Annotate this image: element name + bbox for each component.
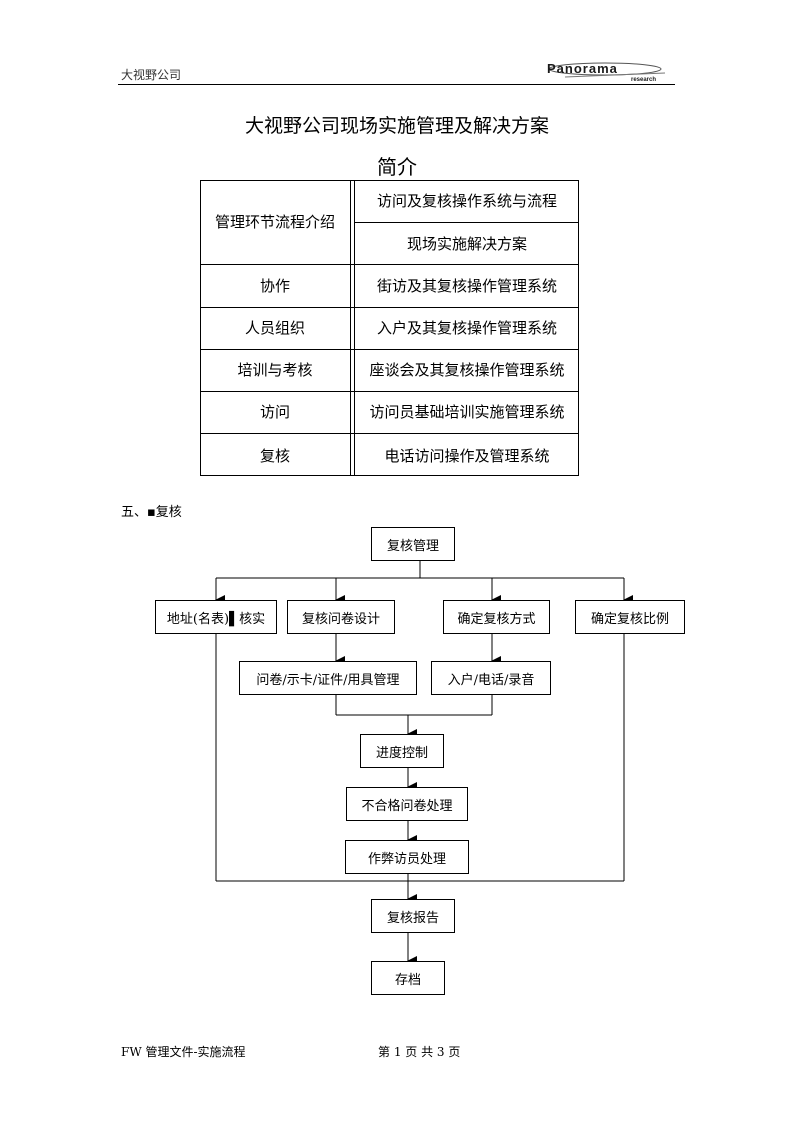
- logo-graphic: Panorama research: [547, 61, 666, 83]
- flow-box-review-report: 复核报告: [371, 899, 455, 933]
- svg-text:Panorama: Panorama: [547, 61, 618, 76]
- flow-box-materials-management: 问卷/示卡/证件/用具管理: [239, 661, 417, 695]
- flow-box-review-management: 复核管理: [371, 527, 455, 561]
- toc-left-cell: 管理环节流程介绍: [214, 213, 335, 231]
- toc-right-cell: 座谈会及其复核操作管理系统: [369, 361, 565, 379]
- toc-right-cell: 街访及其复核操作管理系统: [376, 277, 557, 295]
- footer-page-number: 第 1 页 共 3 页: [378, 1045, 461, 1059]
- toc-left-cell: 人员组织: [244, 319, 305, 337]
- toc-left-cell: 培训与考核: [237, 361, 313, 379]
- flow-box-questionnaire-design: 复核问卷设计: [287, 600, 395, 634]
- toc-table: [200, 180, 579, 476]
- toc-divider: [354, 180, 355, 476]
- toc-divider: [350, 180, 351, 476]
- document-title: 大视野公司现场实施管理及解决方案: [244, 115, 549, 137]
- toc-right-cell: 电话访问操作及管理系统: [384, 447, 550, 465]
- panorama-logo: Panorama research: [545, 59, 675, 83]
- flow-box-cheating-interviewer: 作弊访员处理: [345, 840, 469, 874]
- toc-right-cell: 入户及其复核操作管理系统: [376, 319, 557, 337]
- toc-rule: [200, 307, 579, 308]
- toc-rule: [355, 222, 579, 223]
- toc-rule: [200, 433, 579, 434]
- toc-rule: [200, 391, 579, 392]
- header-company: 大视野公司: [121, 68, 182, 82]
- toc-right-cell: 访问及复核操作系统与流程: [376, 192, 557, 210]
- flow-box-review-method: 确定复核方式: [443, 600, 550, 634]
- toc-left-cell: 协作: [259, 277, 290, 295]
- flow-box-address-verify: 地址(名表)▌核实: [155, 600, 277, 634]
- toc-right-cell: 访问员基础培训实施管理系统: [369, 403, 565, 421]
- section-heading: 五、▪复核: [121, 505, 182, 520]
- svg-text:research: research: [631, 77, 656, 83]
- toc-right-cell: 现场实施解决方案: [406, 235, 527, 253]
- toc-left-cell: 访问: [259, 403, 290, 421]
- toc-rule: [200, 349, 579, 350]
- flow-box-archive: 存档: [371, 961, 445, 995]
- document-subtitle: 简介: [377, 155, 417, 179]
- footer-document-name: FW 管理文件-实施流程: [121, 1045, 246, 1059]
- flow-box-invalid-questionnaire: 不合格问卷处理: [346, 787, 468, 821]
- flow-box-progress-control: 进度控制: [360, 734, 444, 768]
- flow-box-contact-methods: 入户/电话/录音: [431, 661, 551, 695]
- header-rule: [118, 84, 675, 85]
- toc-rule: [200, 264, 579, 265]
- flow-box-review-ratio: 确定复核比例: [575, 600, 685, 634]
- toc-left-cell: 复核: [259, 447, 290, 465]
